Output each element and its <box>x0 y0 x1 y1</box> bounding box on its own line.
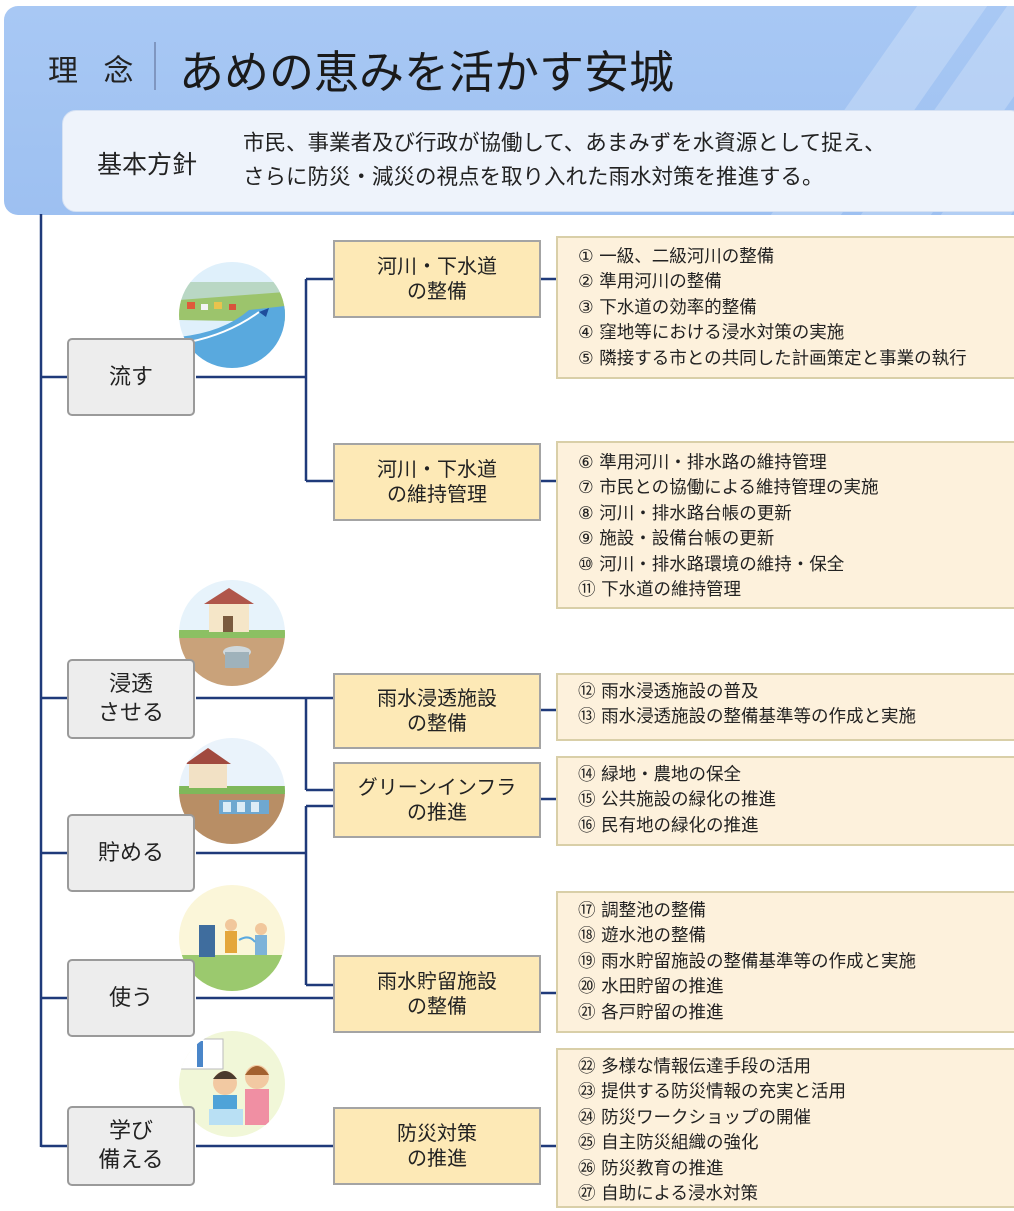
measure-label: の推進 <box>407 1146 467 1170</box>
rainwater-use-illustration <box>179 885 285 991</box>
detail-list-6: ㉒ 多様な情報伝達手段の活用 ㉓ 提供する防災情報の充実と活用 ㉔ 防災ワークシ… <box>556 1048 1014 1208</box>
measure-river-sewer-improvement: 河川・下水道 の整備 <box>333 240 541 318</box>
measure-label: 雨水貯留施設 <box>377 969 497 993</box>
measure-green-infrastructure: グリーンインフラ の推進 <box>333 762 541 838</box>
detail-item: ㉕ 自主防災組織の強化 <box>578 1133 759 1154</box>
header-divider <box>154 42 156 90</box>
detail-item: ① 一級、二級河川の整備 <box>578 247 775 267</box>
detail-item: ㉖ 防災教育の推進 <box>578 1158 724 1179</box>
measure-label: 防災対策 <box>397 1121 477 1145</box>
measure-label: 雨水浸透施設 <box>377 686 497 710</box>
measure-label: の整備 <box>407 279 467 303</box>
detail-item: ③ 下水道の効率的整備 <box>578 297 757 318</box>
category-label: 浸透 <box>108 672 153 697</box>
detail-item: ㉓ 提供する防災情報の充実と活用 <box>578 1082 847 1103</box>
basic-policy-text: 市民、事業者及び行政が協働して、あまみずを水資源として捉え、 さらに防災・減災の… <box>243 127 886 195</box>
concept-header: 理 念 あめの恵みを活かす安城 基本方針 市民、事業者及び行政が協働して、あまみ… <box>4 6 1014 215</box>
category-learn-prepare: 学び 備える <box>67 1106 195 1186</box>
detail-item: ⑮ 公共施設の緑化の推進 <box>578 790 777 811</box>
river-flow-illustration <box>179 262 285 368</box>
detail-item: ㉑ 各戸貯留の推進 <box>578 1002 724 1023</box>
measure-label: の整備 <box>407 994 467 1018</box>
category-label: 学び <box>108 1119 153 1144</box>
detail-item: ㉗ 自助による浸水対策 <box>578 1184 759 1205</box>
measure-river-sewer-maintenance: 河川・下水道 の維持管理 <box>333 443 541 521</box>
category-infiltrate: 浸透 させる <box>67 659 195 739</box>
measure-infiltration-facility: 雨水浸透施設 の整備 <box>333 673 541 749</box>
measure-label: 河川・下水道 <box>377 254 497 278</box>
detail-item: ⑬ 雨水浸透施設の整備基準等の作成と実施 <box>578 707 917 728</box>
category-label: 備える <box>98 1148 164 1173</box>
detail-item: ㉒ 多様な情報伝達手段の活用 <box>578 1057 812 1077</box>
measure-storage-facility: 雨水貯留施設 の整備 <box>333 955 541 1033</box>
detail-list-5: ⑰ 調整池の整備 ⑱ 遊水池の整備 ⑲ 雨水貯留施設の整備基準等の作成と実施 ⑳… <box>556 891 1014 1033</box>
concept-label: 理 念 <box>48 54 142 89</box>
category-store: 貯める <box>67 814 195 892</box>
detail-item: ④ 窪地等における浸水対策の実施 <box>578 323 845 344</box>
detail-item: ⑪ 下水道の維持管理 <box>578 580 742 601</box>
detail-item: ⑰ 調整池の整備 <box>578 901 707 921</box>
detail-list-1: ① 一級、二級河川の整備 ② 準用河川の整備 ③ 下水道の効率的整備 ④ 窪地等… <box>556 236 1014 379</box>
category-label: 使う <box>108 985 153 1011</box>
detail-item: ⑱ 遊水池の整備 <box>578 926 707 947</box>
detail-list-3: ⑫ 雨水浸透施設の普及 ⑬ 雨水浸透施設の整備基準等の作成と実施 <box>556 673 1014 741</box>
detail-item: ② 準用河川の整備 <box>578 272 722 293</box>
detail-item: ⑦ 市民との協働による維持管理の実施 <box>578 478 879 499</box>
detail-item: ⑲ 雨水貯留施設の整備基準等の作成と実施 <box>578 951 917 972</box>
basic-policy-box: 基本方針 市民、事業者及び行政が協働して、あまみずを水資源として捉え、 さらに防… <box>62 110 1014 212</box>
measure-label: 河川・下水道 <box>377 457 497 481</box>
basic-policy-line: 市民、事業者及び行政が協働して、あまみずを水資源として捉え、 <box>243 131 886 156</box>
detail-item: ㉔ 防災ワークショップの開催 <box>578 1107 812 1128</box>
detail-item: ⑨ 施設・設備台帳の更新 <box>578 529 775 550</box>
detail-item: ⑭ 緑地・農地の保全 <box>578 765 742 785</box>
measure-label: の維持管理 <box>387 482 487 506</box>
detail-item: ⑥ 準用河川・排水路の維持管理 <box>578 453 827 473</box>
category-flow: 流す <box>67 338 195 416</box>
measure-disaster-prevention: 防災対策 の推進 <box>333 1107 541 1185</box>
basic-policy-label: 基本方針 <box>97 150 198 179</box>
category-label: 流す <box>108 364 153 390</box>
detail-item: ⑤ 隣接する市との共同した計画策定と事業の執行 <box>578 348 967 369</box>
category-label: 貯める <box>97 840 164 866</box>
detail-item: ⑯ 民有地の緑化の推進 <box>578 815 759 836</box>
disaster-learning-illustration <box>179 1031 285 1137</box>
detail-item: ⑩ 河川・排水路環境の維持・保全 <box>578 554 845 575</box>
category-use: 使う <box>67 959 195 1037</box>
concept-title: あめの恵みを活かす安城 <box>179 46 675 99</box>
measure-label: の推進 <box>407 800 467 824</box>
measure-label: グリーンインフラ <box>357 775 517 799</box>
category-label: させる <box>97 701 164 726</box>
detail-list-2: ⑥ 準用河川・排水路の維持管理 ⑦ 市民との協働による維持管理の実施 ⑧ 河川・… <box>556 441 1014 609</box>
measure-label: の整備 <box>407 711 467 735</box>
detail-item: ⑳ 水田貯留の推進 <box>578 977 724 998</box>
detail-item: ⑫ 雨水浸透施設の普及 <box>578 682 759 702</box>
storage-illustration <box>179 738 285 844</box>
detail-list-4: ⑭ 緑地・農地の保全 ⑮ 公共施設の緑化の推進 ⑯ 民有地の緑化の推進 <box>556 756 1014 846</box>
basic-policy-line: さらに防災・減災の視点を取り入れた雨水対策を推進する。 <box>243 165 824 190</box>
detail-item: ⑧ 河川・排水路台帳の更新 <box>578 503 792 524</box>
